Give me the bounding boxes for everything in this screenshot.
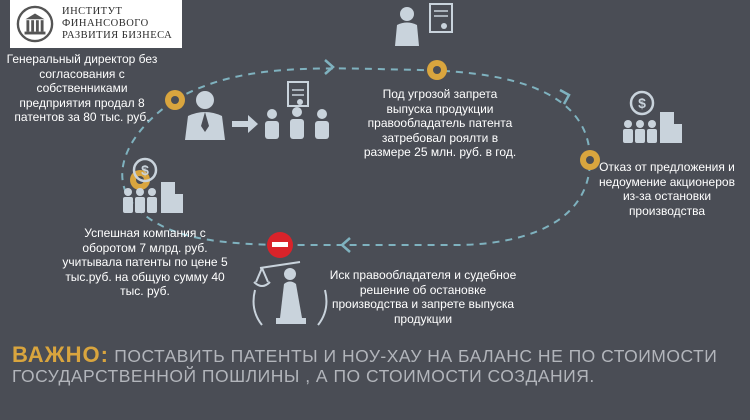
arrow-right-icon bbox=[232, 115, 258, 133]
step-director-text: Генеральный директор без согласования с … bbox=[6, 52, 158, 124]
columns-logo-icon bbox=[16, 5, 54, 43]
money-people-factory-icon: $ bbox=[623, 90, 682, 143]
arrowhead-bottom bbox=[340, 237, 351, 253]
stop-sign-icon bbox=[267, 232, 293, 258]
logo-line-2: ФИНАНСОВОГО bbox=[62, 18, 149, 29]
justice-scales-icon bbox=[252, 261, 328, 326]
step-threat-text: Под угрозой запрета выпуска продукции пр… bbox=[363, 87, 517, 159]
arrowhead-right bbox=[559, 88, 571, 105]
company-growth-icon: $ bbox=[123, 157, 183, 213]
important-text: ПОСТАВИТЬ ПАТЕНТЫ И НОУ-ХАУ НА БАЛАНС НЕ… bbox=[12, 346, 718, 386]
logo-line-1: ИНСТИТУТ bbox=[62, 6, 123, 17]
arrowhead-top bbox=[324, 59, 335, 75]
svg-text:$: $ bbox=[638, 95, 646, 111]
patent-document-icon bbox=[287, 81, 309, 107]
node-threat bbox=[427, 60, 447, 80]
buyers-group-icon bbox=[265, 107, 329, 139]
step-lawsuit-text: Иск правообладателя и судебное решение о… bbox=[329, 268, 517, 326]
director-icon bbox=[185, 91, 225, 140]
presenter-certificate-icon bbox=[395, 3, 453, 46]
important-note: ВАЖНО: ПОСТАВИТЬ ПАТЕНТЫ И НОУ-ХАУ НА БА… bbox=[12, 342, 742, 387]
node-director bbox=[165, 90, 185, 110]
institute-logo: ИНСТИТУТ ФИНАНСОВОГО РАЗВИТИЯ БИЗНЕСА bbox=[10, 0, 182, 48]
step-success-text: Успешная компания с оборотом 7 млрд. руб… bbox=[62, 226, 228, 298]
step-refusal-text: Отказ от предложения и недоумение акцион… bbox=[599, 160, 735, 218]
important-lead: ВАЖНО: bbox=[12, 342, 109, 367]
svg-text:$: $ bbox=[141, 162, 149, 178]
logo-line-3: РАЗВИТИЯ БИЗНЕСА bbox=[62, 30, 173, 41]
node-refusal bbox=[580, 150, 600, 170]
